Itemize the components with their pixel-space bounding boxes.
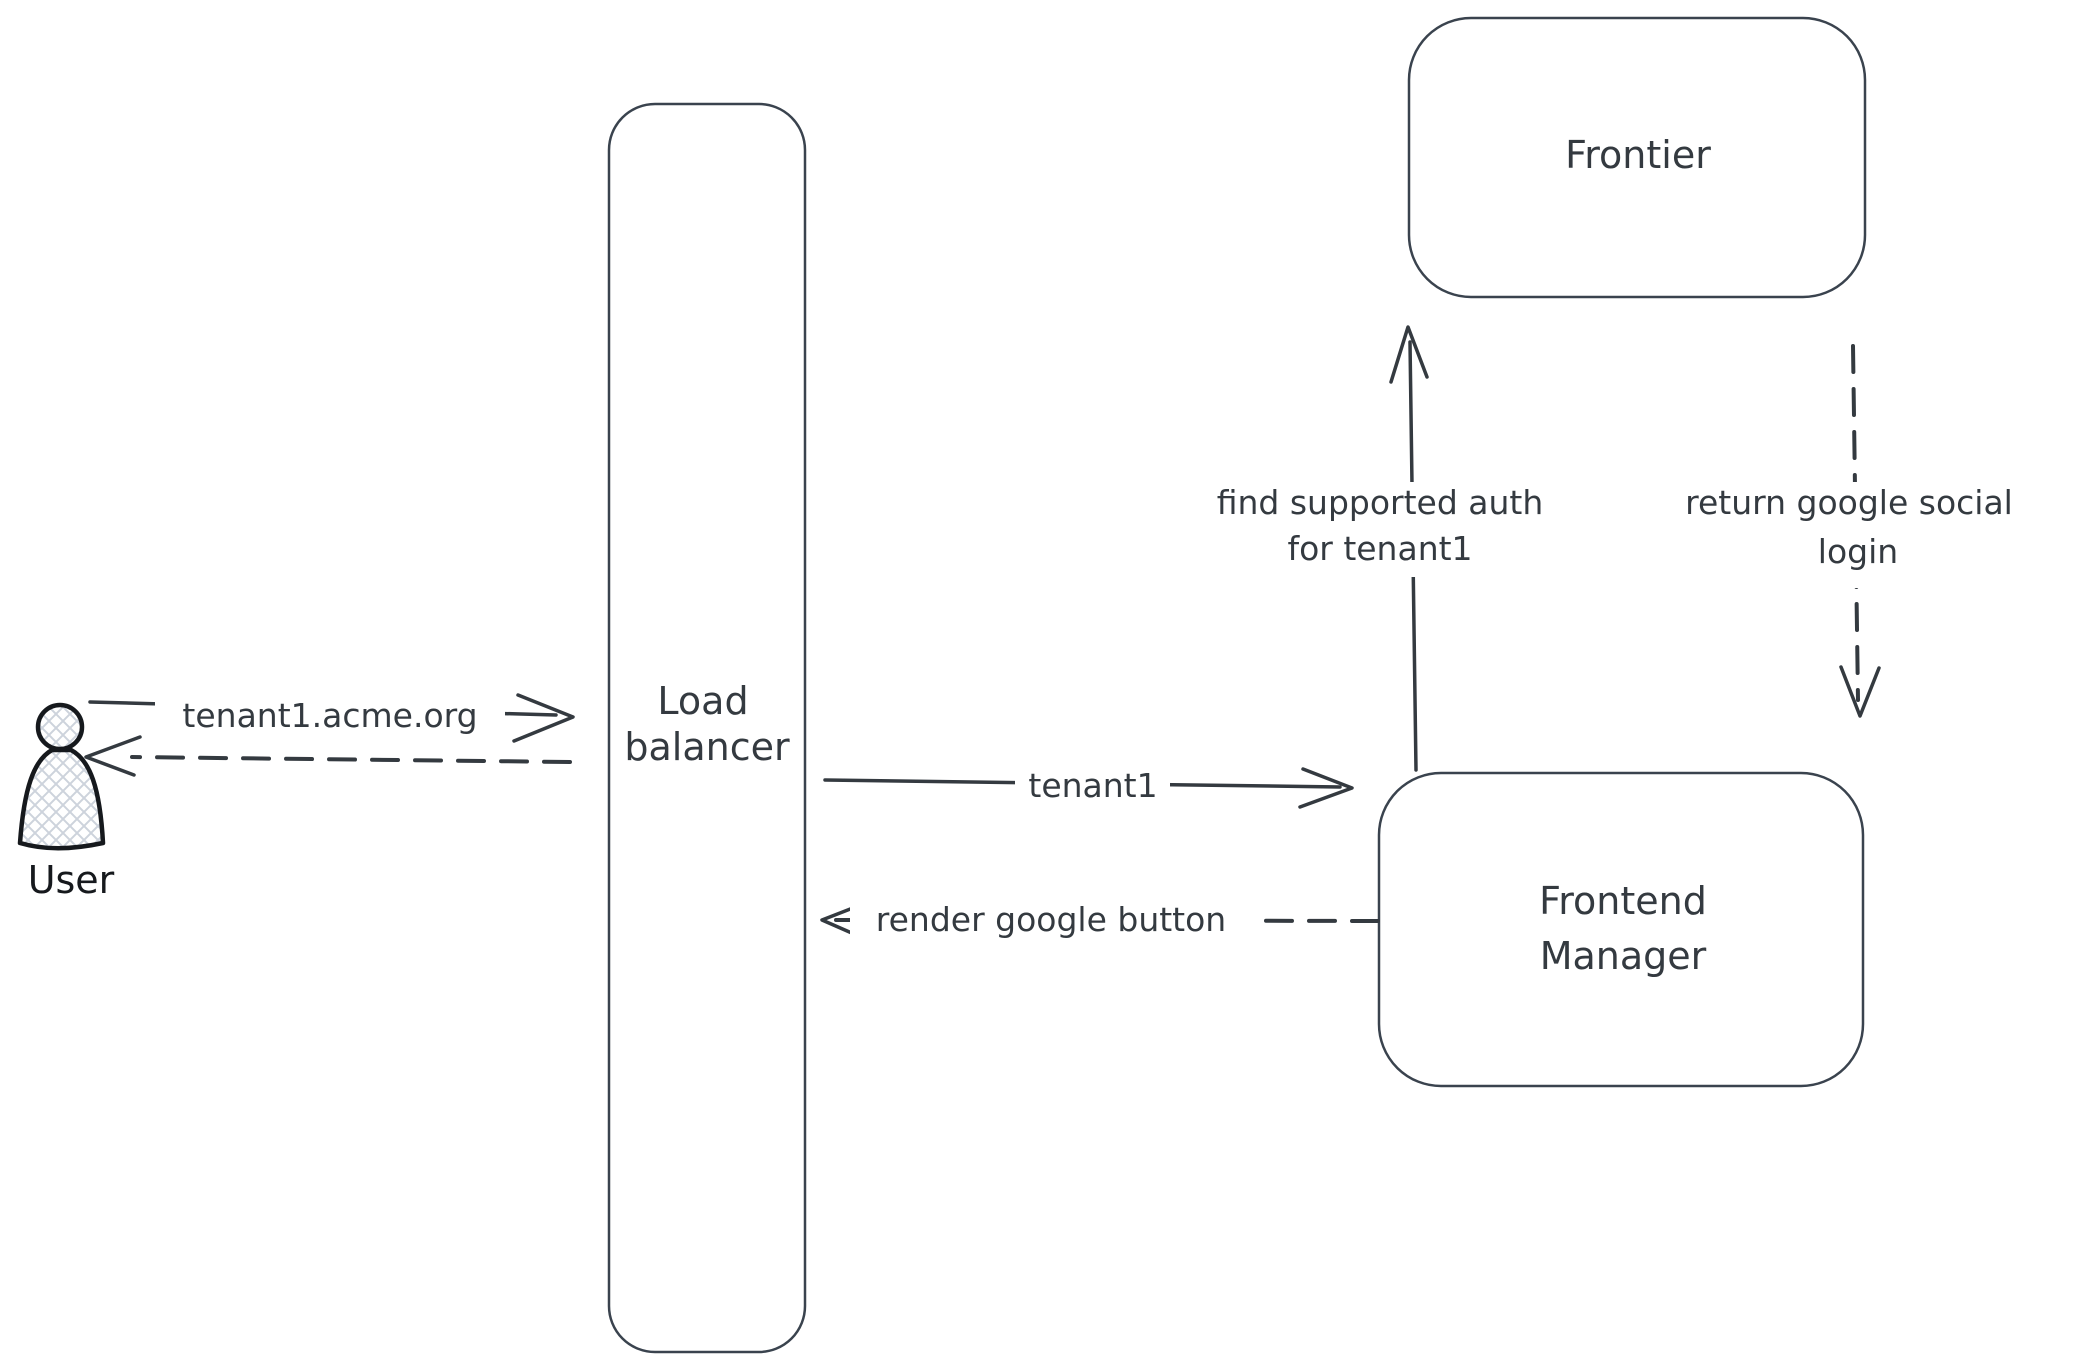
edge-label-find-auth-line2: for tenant1 (1287, 529, 1472, 568)
frontend-manager-label-line2: Manager (1540, 934, 1707, 978)
edge-find-auth: find supported auth for tenant1 (1195, 325, 1565, 772)
arrowhead-left-icon (84, 735, 142, 777)
edge-render-button: render google button (820, 890, 1380, 950)
person-icon (35, 702, 85, 752)
frontier-box (1407, 16, 1867, 299)
load-balancer-box (607, 102, 807, 1354)
edge-label-request-domain: tenant1.acme.org (182, 696, 477, 735)
node-user: User (17, 702, 115, 902)
arrowhead-right-icon (512, 693, 575, 743)
edge-label-return-login-line1: return google social (1685, 483, 2013, 522)
edge-label-find-auth-line1: find supported auth (1217, 483, 1544, 522)
arrowhead-up-icon (1389, 325, 1429, 384)
arrowhead-down-icon (1839, 665, 1881, 718)
edge-label-render-button: render google button (876, 900, 1226, 939)
frontier-label: Frontier (1565, 133, 1711, 177)
load-balancer-label-line1: Load (657, 679, 748, 723)
arrowhead-right-icon (1298, 767, 1354, 809)
frontend-manager-label-line1: Frontend (1539, 879, 1707, 923)
edge-label-return-login-line2: login (1818, 532, 1898, 571)
edge-return-login: return google social login (1650, 344, 2050, 718)
frontend-manager-box (1377, 771, 1865, 1088)
edge-request-domain: tenant1.acme.org (88, 686, 575, 746)
user-label: User (28, 858, 115, 902)
edge-label-forward-tenant: tenant1 (1028, 766, 1157, 805)
edge-response-to-user (84, 735, 572, 777)
node-frontier: Frontier (1407, 16, 1867, 299)
person-body (17, 747, 106, 851)
load-balancer-label-line2: balancer (624, 725, 790, 769)
edge-forward-tenant: tenant1 (823, 760, 1354, 810)
node-load-balancer: Load balancer (607, 102, 807, 1354)
node-frontend-manager: Frontend Manager (1377, 771, 1865, 1088)
